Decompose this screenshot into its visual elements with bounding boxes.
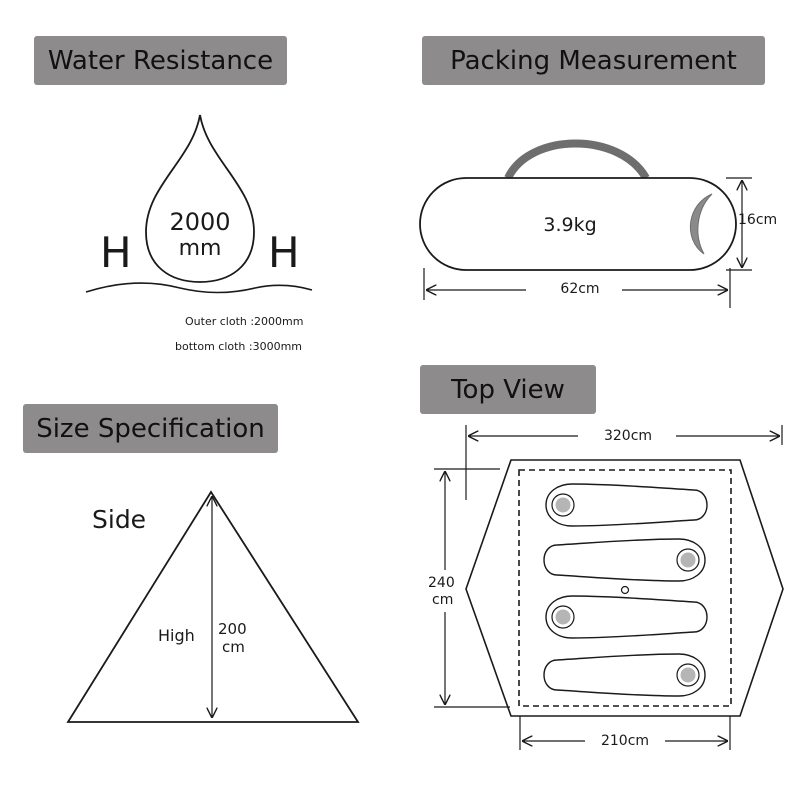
total-width-label: 320cm [603,428,653,444]
size-specification-title: Size Specification [23,404,278,453]
height-label: High [158,626,195,645]
tent-side-triangle [66,490,360,723]
height-value: 200 [218,620,247,638]
inner-width-label: 210cm [600,733,650,749]
height-unit: cm [222,638,245,656]
water-resistance-title: Water Resistance [34,36,287,85]
water-drop-icon [145,114,255,283]
bag-diameter: 16cm [738,212,778,228]
sleeping-bag-1 [545,483,708,527]
outer-cloth-spec: Outer cloth :2000mm [185,315,304,328]
bag-end-crescent [689,193,713,255]
depth-unit: cm [432,592,454,608]
wave-line [85,282,313,294]
side-view-label: Side [92,505,147,534]
carry-handle [504,139,650,181]
rating-unit: mm [178,236,222,261]
tent-bag-outline [419,177,737,271]
sleeping-bag-2 [543,538,706,582]
inner-tent-outline [518,469,732,707]
depth-value: 240 [428,575,455,591]
center-pole-marker [620,585,630,595]
bag-weight: 3.9kg [543,214,597,236]
bottom-cloth-spec: bottom cloth :3000mm [175,340,303,353]
top-view-title: Top View [420,365,596,414]
bag-length: 62cm [560,281,600,297]
packing-measurement-title: Packing Measurement [422,36,765,85]
sleeping-bag-4 [543,653,706,697]
left-h-letter: H [100,228,132,277]
right-h-letter: H [268,228,300,277]
tent-floor-hexagon [465,459,784,717]
rating-value: 2000 [169,208,231,236]
sleeping-bag-3 [545,595,708,639]
